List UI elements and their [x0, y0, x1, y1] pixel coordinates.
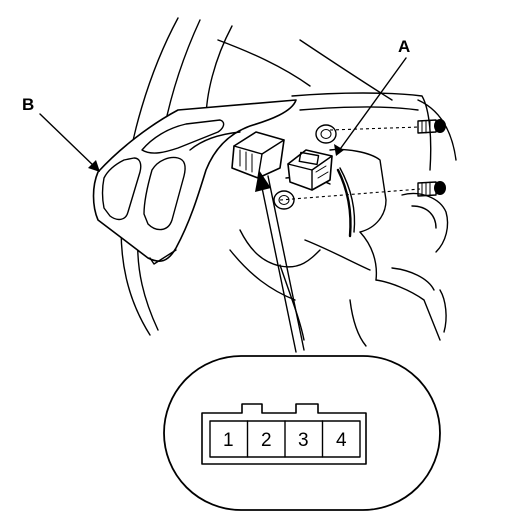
detail-bubble-outline	[163, 355, 441, 511]
detail-view-pointer-arrow	[255, 170, 305, 353]
callout-leader-a	[337, 57, 407, 153]
mounting-hole-lower	[273, 190, 295, 210]
mounting-hole-upper	[315, 124, 337, 144]
callout-label-b: B	[22, 95, 34, 114]
connector-housing	[201, 403, 367, 465]
screw-upper	[417, 119, 446, 134]
harness-connector-a	[287, 149, 333, 191]
switch-connector-plug	[231, 131, 285, 179]
pin-number-4: 4	[336, 430, 347, 451]
pin-number-3: 3	[298, 430, 309, 451]
steering-switch-cover-b	[92, 99, 297, 265]
pin-number-2: 2	[261, 430, 272, 451]
screw-lower	[417, 181, 446, 197]
screw-path-upper	[329, 126, 421, 131]
callout-label-a: A	[398, 37, 410, 56]
pin-number-1: 1	[223, 430, 234, 451]
callout-leader-b	[39, 113, 97, 169]
callout-arrowhead-a	[334, 144, 344, 156]
callout-arrowhead-b	[88, 160, 100, 172]
connector-face-detail: 1 2 3 4	[163, 355, 441, 511]
